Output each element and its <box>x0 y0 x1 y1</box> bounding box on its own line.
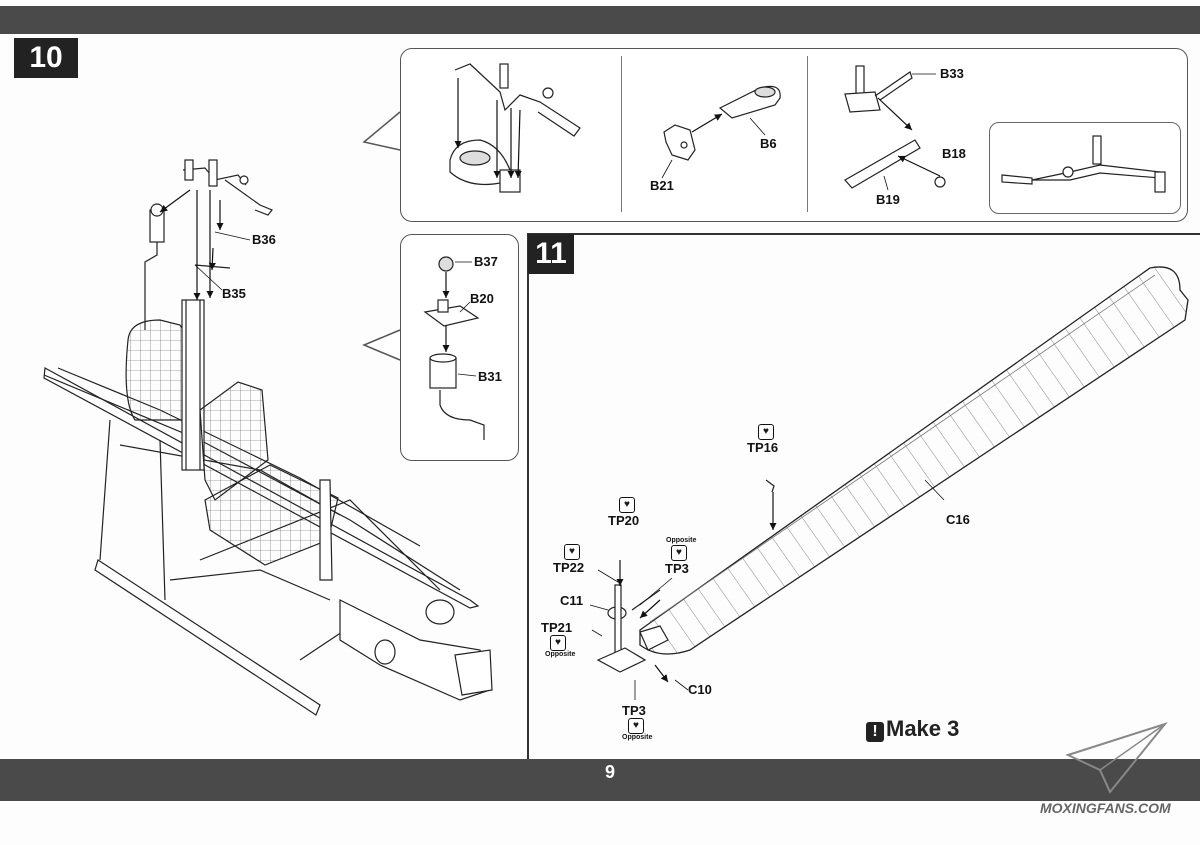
leader-b19 <box>883 175 889 191</box>
assembly-arrows-panel1 <box>454 78 522 179</box>
watermark-text: MOXINGFANS.COM <box>1040 800 1171 816</box>
leader-lines-mid <box>455 261 477 377</box>
part-label-tp21: TP21 <box>541 620 573 635</box>
part-label-tp16: TP16 <box>747 440 779 455</box>
peel-part-icon: ♥ <box>550 635 566 651</box>
step-divider-horizontal <box>527 233 1200 235</box>
step-11-number: 11 <box>528 234 574 274</box>
callout-panel-1-drawing <box>449 63 581 193</box>
part-label-b20: B20 <box>470 291 494 306</box>
leader-c16 <box>924 479 945 501</box>
helicopter-frame-drawing <box>43 159 493 716</box>
opposite-note-tp3-top: Opposite <box>666 537 697 544</box>
step-10-number: 10 <box>14 38 78 78</box>
callout-pointer <box>362 329 401 361</box>
part-label-b31: B31 <box>478 369 502 384</box>
bottom-footer-bar <box>0 759 1200 801</box>
make-three-text: Make 3 <box>886 716 960 741</box>
exclamation-icon: ! <box>866 722 884 742</box>
leader-b6 <box>749 117 766 136</box>
arrow-b33-b19 <box>877 97 913 131</box>
callout-mid-drawing <box>423 256 485 440</box>
part-label-b35: B35 <box>222 286 246 301</box>
leader-lines-step11 <box>589 569 689 700</box>
arrow-b21-b6 <box>691 113 723 133</box>
part-label-b19: B19 <box>876 192 900 207</box>
peel-part-icon: ♥ <box>671 545 687 561</box>
top-header-bar <box>0 6 1200 34</box>
part-label-b33: B33 <box>940 66 964 81</box>
opposite-note-tp3-bottom: Opposite <box>622 734 653 741</box>
part-label-tp20: TP20 <box>608 513 640 528</box>
peel-part-icon: ♥ <box>758 424 774 440</box>
peel-part-icon: ♥ <box>619 497 635 513</box>
peel-part-icon: ♥ <box>564 544 580 560</box>
rotor-hub-drawing <box>596 479 775 673</box>
callout-pointer <box>362 111 401 151</box>
callout-panel-2-drawing <box>663 85 781 161</box>
part-label-c16: C16 <box>946 512 970 527</box>
part-label-b21: B21 <box>650 178 674 193</box>
assembled-detail-drawing <box>1001 135 1166 193</box>
detail-callout-middle <box>400 234 519 461</box>
part-label-tp3-top: TP3 <box>665 561 689 576</box>
assembly-arrows-step10 <box>159 189 224 300</box>
arrow-b18 <box>897 155 941 177</box>
part-label-c10: C10 <box>688 682 712 697</box>
callout-separator <box>807 56 808 212</box>
callout-panel-3-drawing <box>844 65 946 189</box>
part-label-tp22: TP22 <box>553 560 585 575</box>
callout-separator <box>621 56 622 212</box>
part-label-c11: C11 <box>560 593 584 608</box>
part-label-tp3-bottom: TP3 <box>622 703 646 718</box>
leader-b21 <box>661 159 673 179</box>
step-divider-vertical <box>527 234 529 759</box>
page-number: 9 <box>604 762 615 782</box>
part-label-b37: B37 <box>474 254 498 269</box>
part-label-b6: B6 <box>760 136 777 151</box>
rotor-blade-c16 <box>639 266 1189 655</box>
assembly-arrows-step11 <box>616 492 777 683</box>
make-three-note: !Make 3 <box>866 716 959 742</box>
peel-part-icon: ♥ <box>628 718 644 734</box>
leader-lines-step10 <box>194 231 251 291</box>
opposite-note-tp21: Opposite <box>545 651 576 658</box>
part-label-b36: B36 <box>252 232 276 247</box>
part-label-b18: B18 <box>942 146 966 161</box>
